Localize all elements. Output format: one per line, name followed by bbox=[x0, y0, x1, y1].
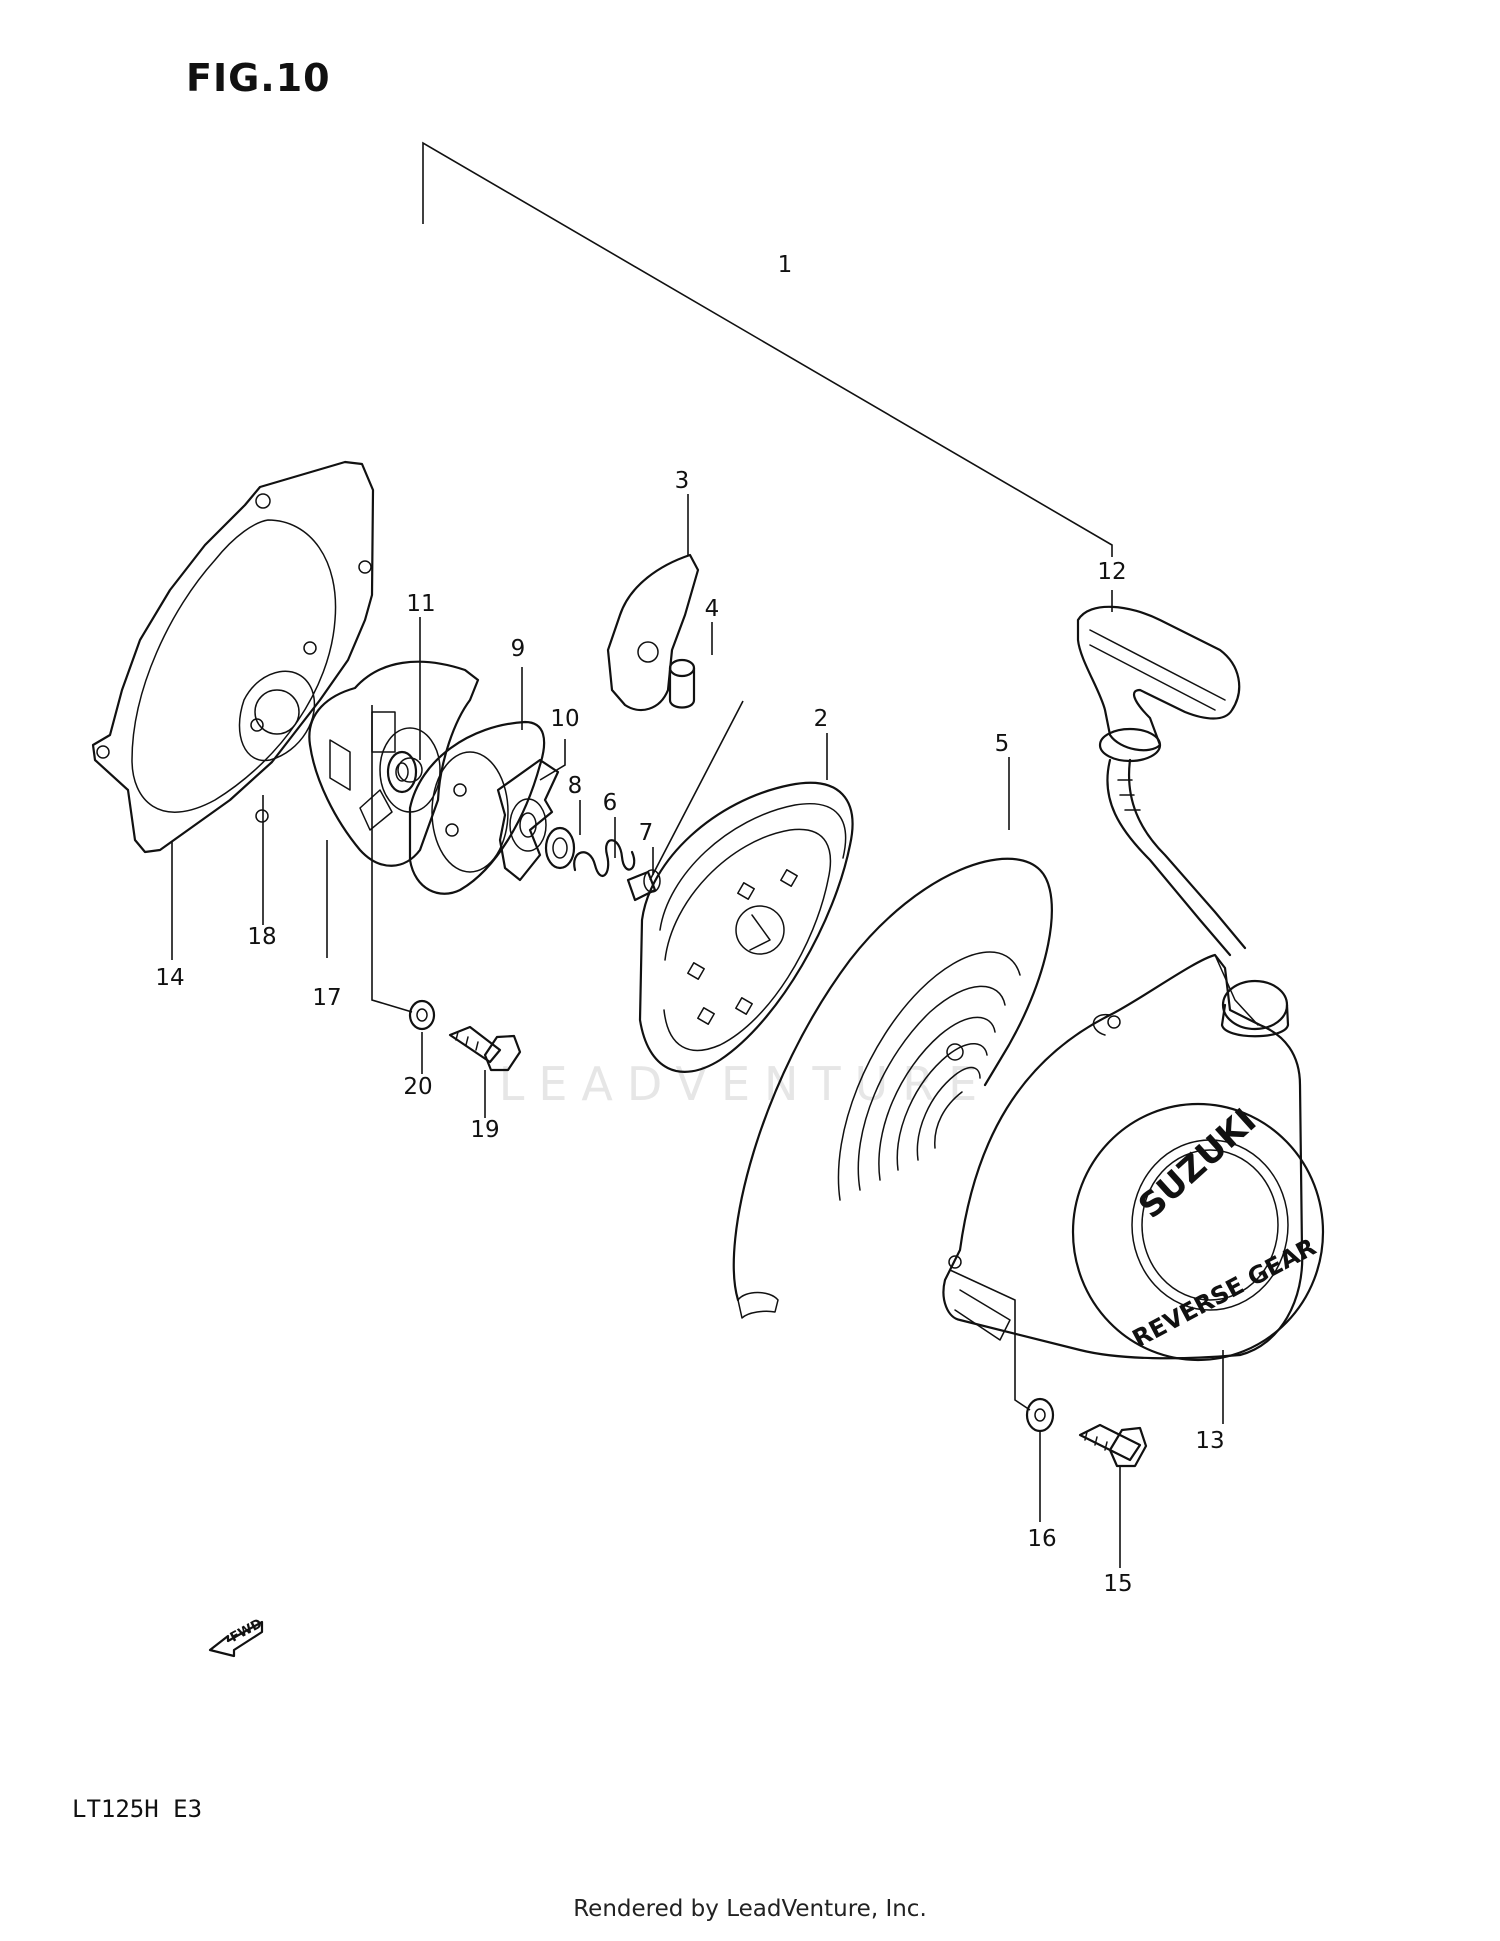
part-washer-20 bbox=[408, 999, 436, 1031]
callout-15: 15 bbox=[1103, 1571, 1132, 1597]
callout-18: 18 bbox=[247, 924, 276, 950]
part-ratchet-pawl bbox=[496, 758, 560, 882]
callout-19: 19 bbox=[470, 1117, 499, 1143]
callout-8: 8 bbox=[568, 773, 583, 799]
cover-brand-text: SUZUKI bbox=[1131, 1101, 1264, 1227]
part-ratchet-plate bbox=[408, 720, 546, 895]
forward-direction-arrow: FWD bbox=[208, 1616, 265, 1658]
part-recoil-spring bbox=[732, 857, 1053, 1319]
part-ratchet-housing bbox=[308, 660, 480, 867]
callout-11: 11 bbox=[406, 591, 435, 617]
part-gasket bbox=[91, 460, 375, 854]
part-pin bbox=[626, 869, 661, 902]
part-spring bbox=[573, 839, 636, 877]
callout-14: 14 bbox=[155, 965, 184, 991]
callout-numbers: 1 2 3 4 5 6 7 8 9 10 11 12 13 14 15 16 1… bbox=[155, 252, 1224, 1597]
callout-3: 3 bbox=[675, 468, 690, 494]
callout-1: 1 bbox=[778, 252, 793, 278]
part-bolt-15 bbox=[1078, 1423, 1148, 1468]
callout-17: 17 bbox=[312, 985, 341, 1011]
part-cam bbox=[606, 553, 700, 712]
part-washer-16 bbox=[1025, 1397, 1055, 1433]
callout-4: 4 bbox=[705, 596, 720, 622]
cover-subtitle-text: REVERSE GEAR bbox=[1128, 1233, 1321, 1353]
part-bolt-19 bbox=[448, 1025, 522, 1072]
callout-13: 13 bbox=[1195, 1428, 1224, 1454]
footer-credit: Rendered by LeadVenture, Inc. bbox=[573, 1896, 927, 1922]
callout-20: 20 bbox=[403, 1074, 432, 1100]
callout-5: 5 bbox=[995, 731, 1010, 757]
callout-16: 16 bbox=[1027, 1526, 1056, 1552]
callout-2: 2 bbox=[814, 706, 829, 732]
model-code: LT125H E3 bbox=[72, 1795, 203, 1823]
part-center-bolt bbox=[386, 750, 418, 794]
callout-6: 6 bbox=[603, 790, 618, 816]
part-reel-pulley bbox=[638, 781, 854, 1073]
part-cylinder-pin bbox=[668, 658, 696, 709]
part-starter-handle bbox=[1076, 605, 1290, 1038]
leader-lines bbox=[171, 494, 1224, 1568]
part-starter-case: SUZUKI REVERSE GEAR bbox=[942, 953, 1325, 1362]
part-washer bbox=[544, 826, 576, 870]
callout-12: 12 bbox=[1097, 559, 1126, 585]
figure-title: FIG.10 bbox=[186, 56, 331, 100]
callout-9: 9 bbox=[511, 636, 526, 662]
assembly-bracket bbox=[422, 141, 1113, 557]
callout-10: 10 bbox=[550, 706, 579, 732]
watermark-text: LEADVENTURE bbox=[499, 1057, 992, 1111]
callout-7: 7 bbox=[639, 820, 654, 846]
